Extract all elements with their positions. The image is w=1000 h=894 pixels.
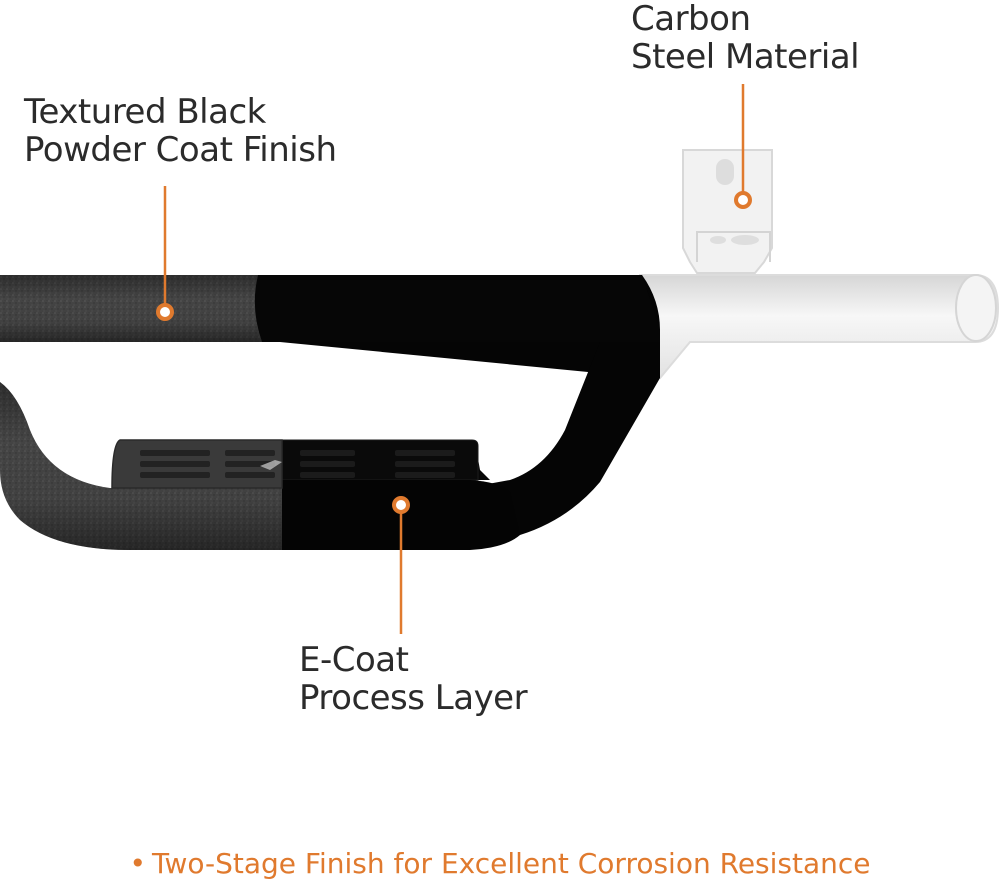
e-coat-label-line1: E-Coat <box>299 640 409 680</box>
powder-coat-label-line2: Powder Coat Finish <box>24 130 337 170</box>
e-coat-label: E-Coat Process Layer <box>299 640 528 718</box>
feature-caption-text: Two-Stage Finish for Excellent Corrosion… <box>152 847 871 880</box>
callout-textured-pointer <box>156 186 174 321</box>
e-coat-label-line2: Process Layer <box>299 678 528 718</box>
e-coat-section <box>252 275 660 550</box>
powder-coat-label: Textured Black Powder Coat Finish <box>24 93 337 169</box>
powder-coat-label-line1: Textured Black <box>24 92 266 132</box>
carbon-steel-label: Carbon Steel Material <box>631 0 860 77</box>
callout-carbon-pointer <box>734 84 752 209</box>
bullet-icon: • <box>129 847 146 880</box>
feature-caption: •Two-Stage Finish for Excellent Corrosio… <box>0 846 1000 882</box>
callout-ecoat-pointer <box>392 496 410 634</box>
carbon-steel-label-line1: Carbon <box>631 0 751 39</box>
carbon-steel-section <box>639 149 1000 380</box>
powder-coat-section <box>0 275 283 550</box>
carbon-steel-label-line2: Steel Material <box>631 37 860 77</box>
